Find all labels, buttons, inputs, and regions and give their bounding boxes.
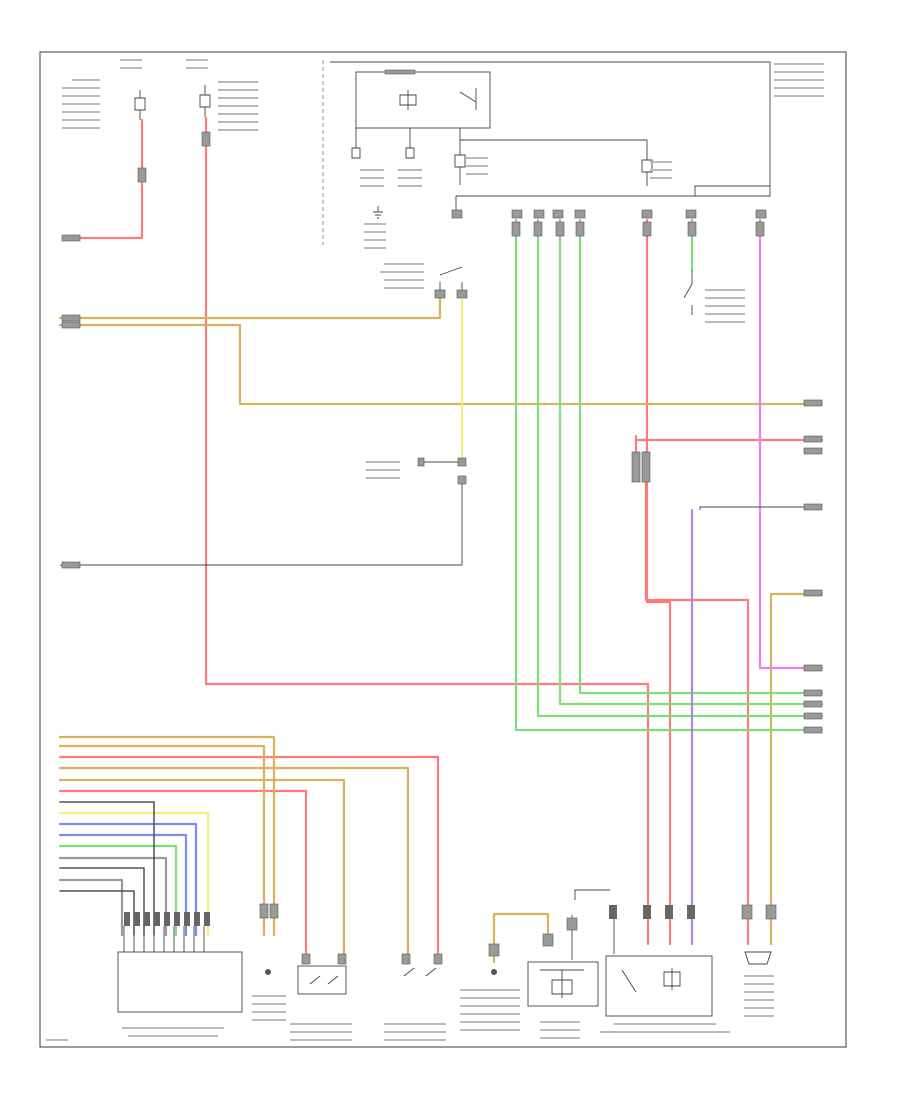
wire-green-left — [58, 844, 178, 937]
fuse-icon — [351, 138, 361, 159]
wire-tan-left-2 — [58, 744, 266, 937]
connector-icon — [631, 451, 651, 483]
wire-red-left-2 — [58, 789, 308, 964]
connector-row — [451, 209, 767, 219]
wire-tan-right — [769, 592, 824, 946]
connector-icon — [803, 399, 823, 734]
wire-dark-1 — [59, 801, 155, 936]
fuse-icon — [454, 140, 466, 185]
wire-tan-long — [58, 323, 824, 406]
wire-green-3 — [558, 218, 824, 706]
wire-dark-2 — [59, 867, 145, 936]
wire-blue-2 — [58, 833, 188, 937]
ground-icon — [373, 206, 383, 219]
wire-green-4 — [578, 218, 824, 695]
wire-thin-fuelpump — [571, 889, 610, 960]
connector-icon — [417, 457, 467, 485]
fuel-pump — [527, 961, 599, 1007]
fuse-icon — [199, 85, 211, 117]
wire-blue-1 — [58, 822, 198, 937]
relay-icon — [605, 905, 713, 1017]
control-module — [117, 912, 243, 1013]
wire-tan-left-4 — [58, 778, 346, 964]
wire-red-left-1 — [58, 755, 440, 964]
wire-tan-left-1 — [58, 735, 276, 937]
connector-icon — [259, 903, 279, 975]
wire-red-pair-2 — [645, 218, 672, 946]
connector-icon — [137, 131, 765, 237]
wire-thin-gray-2 — [699, 506, 822, 510]
main-relay — [355, 69, 491, 129]
switch-icon — [401, 953, 443, 977]
wire-thin-gray-1 — [60, 480, 463, 566]
wire-tan-upper — [58, 293, 442, 320]
wire-red-top-left — [63, 118, 144, 240]
sensor — [741, 904, 777, 965]
diagram-frame — [39, 51, 847, 1048]
connector-icon — [488, 917, 578, 975]
switch-icon — [297, 953, 347, 995]
wire-green-2 — [536, 218, 824, 718]
wire-green-1 — [514, 218, 824, 732]
wire-magenta — [758, 218, 824, 670]
wire-yellow-left — [58, 811, 210, 937]
fuse-icon — [134, 90, 146, 120]
wire-gray-1 — [58, 856, 168, 937]
fuse-icon — [641, 150, 653, 186]
wire-tan-left-3 — [58, 766, 410, 964]
wire-tan-fuelpump — [492, 912, 550, 964]
wire-gray-2 — [58, 878, 124, 937]
label-marks — [46, 59, 824, 1041]
wire-red-long — [204, 116, 650, 946]
connector-icon — [61, 234, 81, 569]
switch-icon — [683, 270, 693, 315]
fuse-icon — [405, 138, 415, 159]
switch-icon — [434, 266, 468, 299]
